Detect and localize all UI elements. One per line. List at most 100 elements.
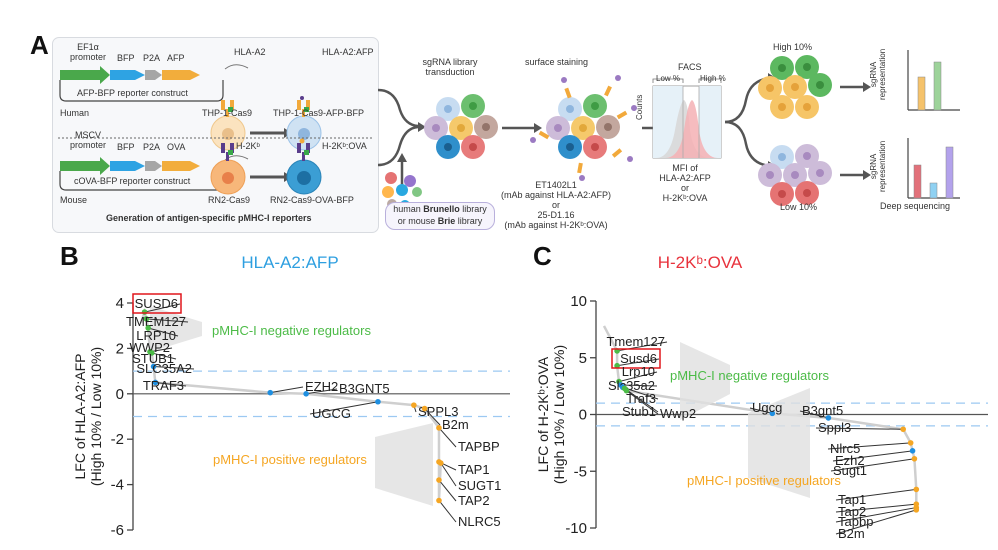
gene-leader-line — [799, 410, 829, 419]
gene-point — [303, 391, 309, 397]
panel-a-workflow-svg — [377, 50, 960, 210]
gene-leader-line — [155, 381, 187, 387]
y-tick-label: -2 — [111, 431, 124, 448]
mouse-bfp-label: BFP — [117, 142, 135, 152]
surface-staining-label: surface staining — [525, 57, 589, 67]
facs-histogram — [652, 78, 722, 159]
h2kb-label: H-2Kᵇ — [236, 141, 260, 151]
gene-label: Ugcg — [752, 400, 782, 415]
y-tick-label: 5 — [579, 350, 587, 367]
positive-zoom-wedge — [748, 388, 810, 498]
sgrna-bar — [917, 76, 926, 111]
gene-label: Lrp10 — [622, 364, 655, 379]
panel-letter-a: A — [30, 30, 49, 60]
facs-low-label: Low % — [656, 74, 681, 83]
gene-point — [913, 486, 920, 493]
gene-point — [143, 316, 150, 322]
y-tick-label: 2 — [116, 340, 124, 357]
gene-point — [614, 362, 620, 369]
negative-zoom-wedge — [680, 342, 730, 420]
thp1-cas9-label: THP-1-Cas9 — [202, 108, 253, 118]
sgrna-bar — [945, 146, 954, 199]
gene-label: Wwp2 — [660, 406, 696, 421]
mouse-promoter-label: MSCV promoter — [69, 130, 106, 150]
library-pill: human Brunello library or mouse Brie lib… — [385, 202, 495, 230]
low-bar-chart — [907, 138, 960, 199]
gene-leader-line — [617, 358, 660, 367]
highlight-box — [132, 293, 182, 314]
human-bfp-segment — [110, 70, 145, 80]
hla-a2-afp-label: HLA-A2:AFP — [322, 47, 374, 57]
gene-point — [907, 440, 914, 446]
gene-label: WWP2 — [130, 340, 170, 355]
gene-leader-line — [835, 509, 917, 535]
high-10-cells — [758, 55, 832, 119]
facs-xlabel-line: H-2Kᵇ:OVA — [662, 193, 708, 203]
gene-label: TAPBP — [458, 439, 500, 454]
gene-leader-line — [815, 427, 904, 430]
human-promoter-label: EF1α promoter — [69, 42, 106, 62]
facs-xlabel-line: or — [680, 183, 689, 193]
thp1-afp-bfp-label: THP-1-Cas9-AFP-BFP — [273, 108, 365, 118]
mouse-bfp-segment — [110, 161, 145, 171]
gene-leader-line — [835, 488, 917, 501]
gene-label: LRP10 — [136, 328, 176, 343]
human-p2a-label: P2A — [143, 53, 161, 63]
gene-point — [145, 325, 151, 331]
sgrna-bar — [933, 61, 942, 111]
gene-label: TMEM127 — [126, 314, 186, 329]
positive-zoom-wedge — [375, 423, 433, 506]
human-transfer-arrow — [224, 64, 249, 70]
negative-zoom-wedge — [150, 306, 202, 352]
mouse-species-label: Mouse — [60, 195, 88, 205]
y-tick-label: 0 — [579, 407, 587, 424]
chart-title: H-2Kᵇ:OVA — [658, 253, 743, 272]
chart-title: HLA-A2:AFP — [241, 253, 338, 272]
mouse-p2a-segment — [145, 161, 162, 171]
facs-high-label: High % — [700, 74, 726, 83]
mouse-ova-segment — [162, 161, 200, 171]
deep-sequencing-label: Deep sequencing — [880, 201, 951, 211]
gene-label: Tmem127 — [606, 334, 665, 349]
gene-label: B3gnt5 — [802, 403, 843, 418]
gene-leader-line — [438, 479, 457, 502]
gene-leader-line — [835, 507, 917, 523]
human-species-label: Human — [60, 108, 90, 118]
gene-label: Sppl3 — [818, 420, 851, 435]
gene-label: B2m — [442, 417, 469, 432]
antibody-line: 25-D1.16 — [537, 210, 575, 220]
human-afp-segment — [162, 70, 200, 80]
gene-label: Tap2 — [838, 504, 866, 519]
y-axis-label-2: (High 10% / Low 10%) — [88, 347, 104, 486]
gene-label: Susd6 — [620, 351, 657, 366]
gene-leader-line — [832, 450, 913, 462]
y-tick-label: -6 — [111, 522, 124, 539]
mouse-construct-label: cOVA-BFP reporter construct — [74, 176, 191, 186]
gene-point — [411, 402, 417, 408]
gene-point — [267, 389, 274, 396]
facs-title: FACS — [678, 62, 702, 72]
low-10-label: Low 10% — [780, 202, 818, 212]
reporter-box-caption: Generation of antigen-specific pMHC-I re… — [106, 213, 312, 223]
human-bfp-label: BFP — [117, 53, 135, 63]
h2kb-ova-label: H-2Kᵇ:OVA — [322, 141, 367, 151]
gene-leader-line — [626, 390, 659, 415]
gene-leader-line — [827, 442, 911, 450]
gene-label: TRAF3 — [143, 378, 184, 393]
gene-point — [436, 477, 442, 483]
gene-leader-line — [270, 386, 304, 394]
gene-point — [436, 497, 442, 504]
mouse-ova-label: OVA — [167, 142, 186, 152]
gene-label: TAP2 — [458, 493, 490, 508]
positive-regulators-label: pMHC-I positive regulators — [687, 473, 841, 488]
gene-point — [825, 415, 832, 421]
gene-leader-line — [144, 303, 181, 313]
gene-label: TAP1 — [458, 462, 490, 477]
low-10-cells — [758, 144, 832, 206]
